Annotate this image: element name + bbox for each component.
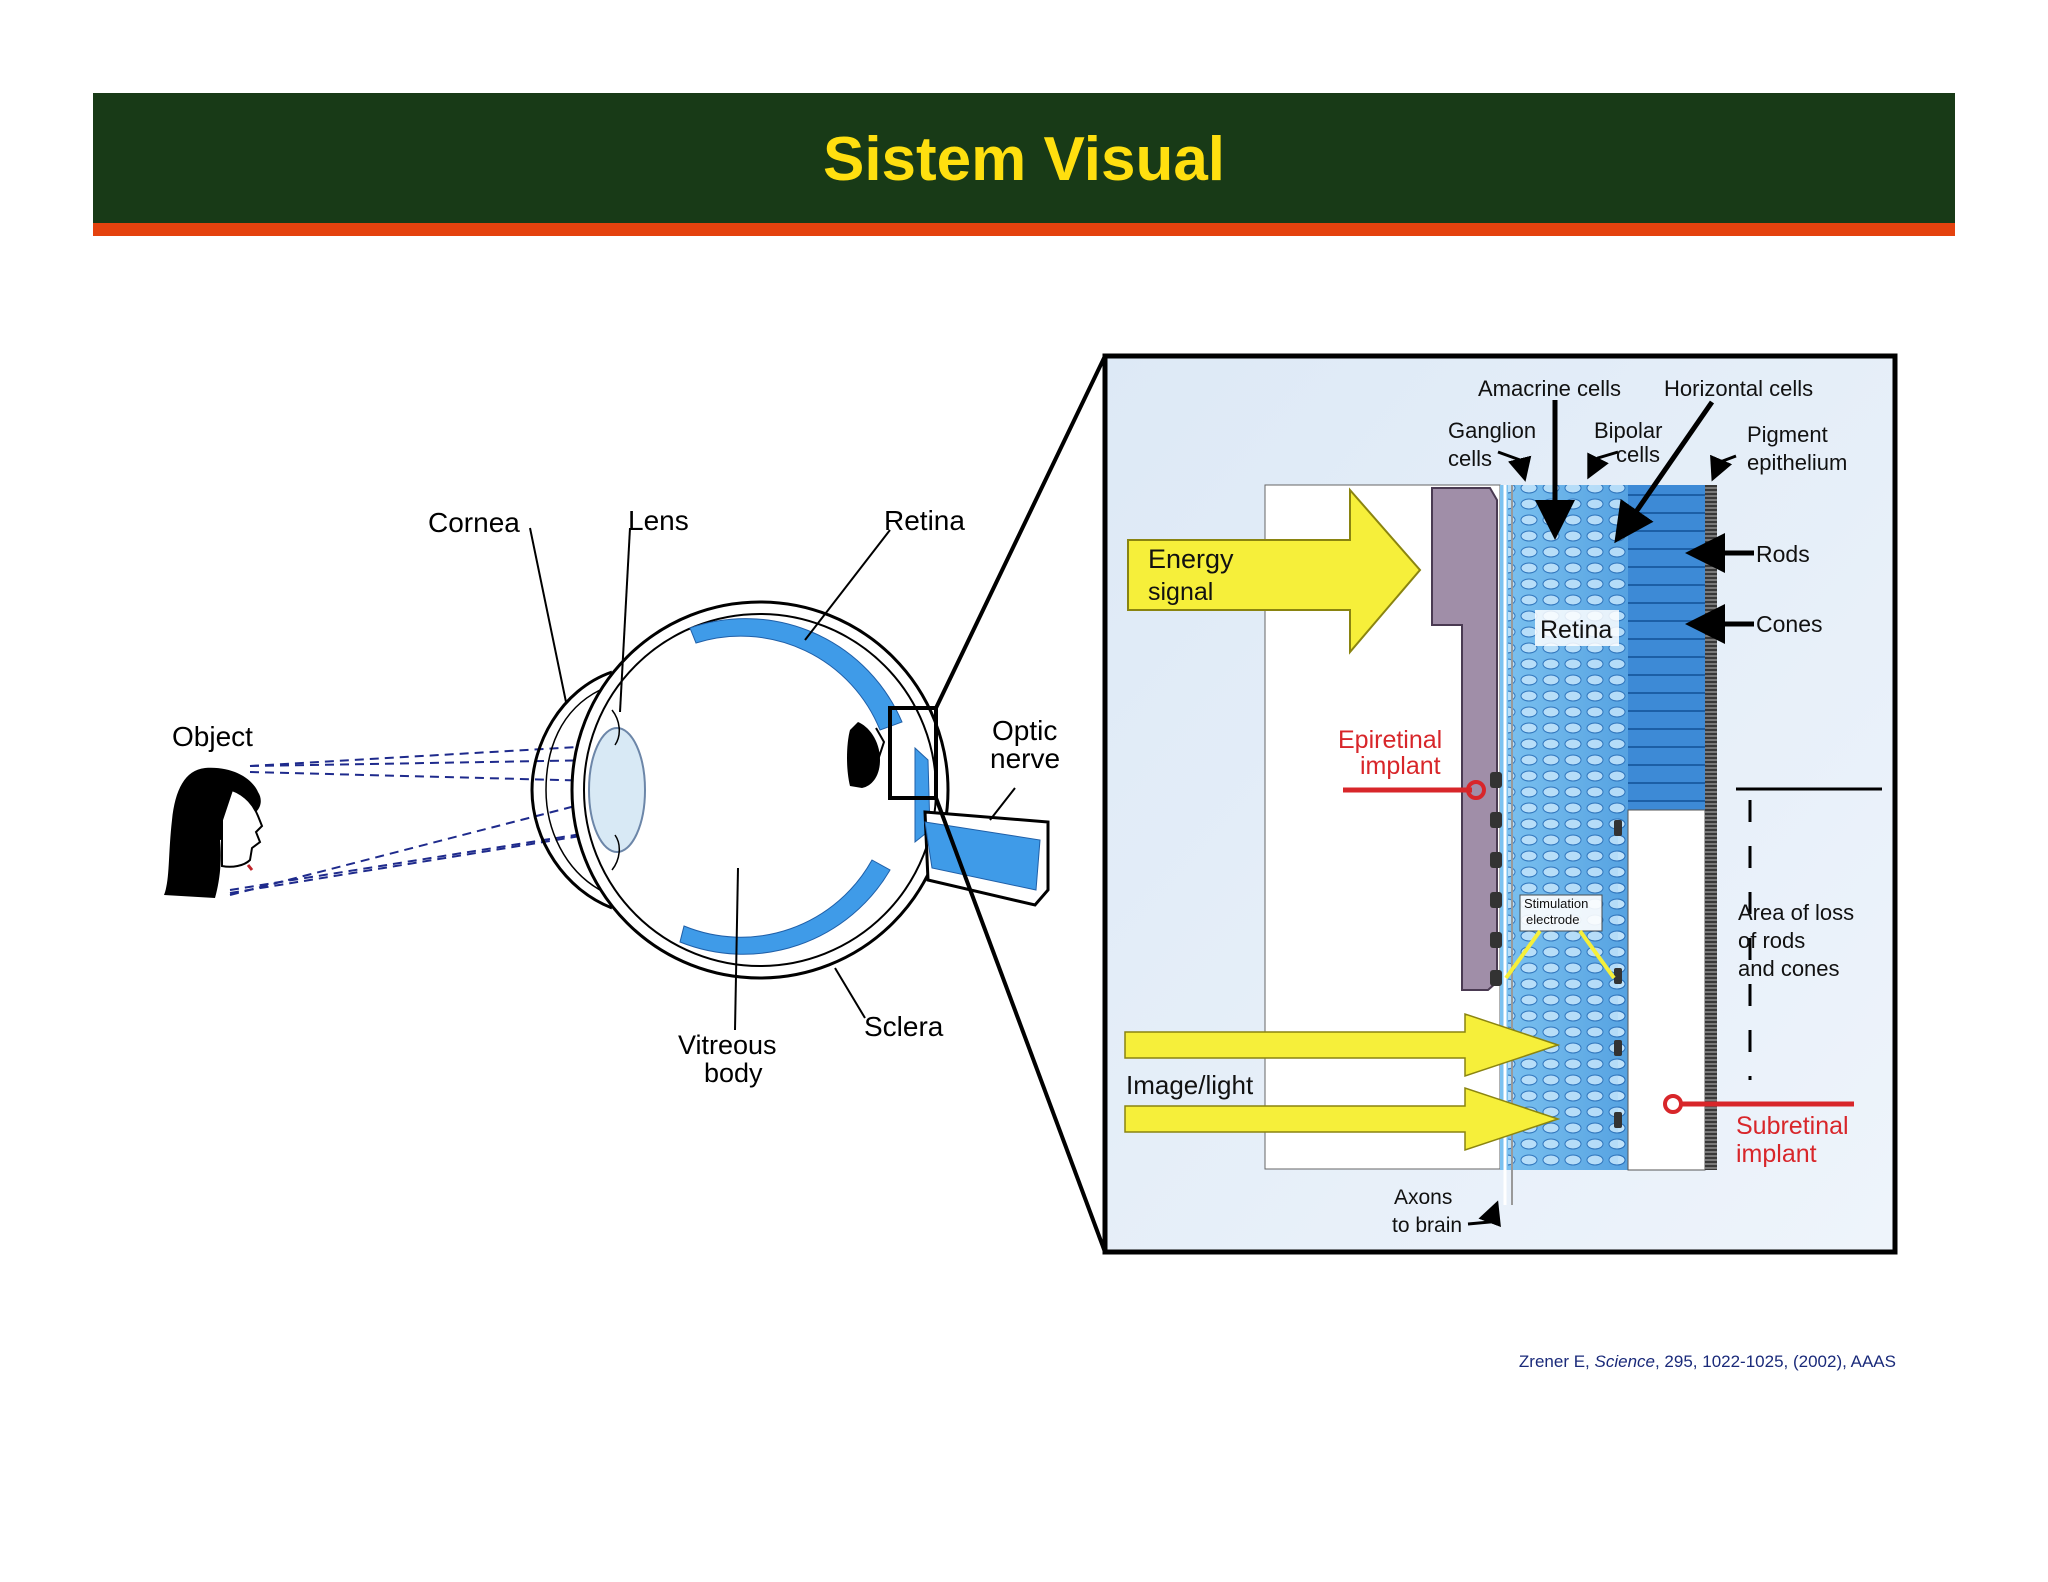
label-image-light: Image/light [1126,1070,1254,1100]
label-optic-nerve-2: nerve [990,743,1060,774]
retina-layer [689,618,903,731]
label-object: Object [172,721,253,752]
citation-details: , 295, 1022-1025, (2002), AAAS [1654,1352,1896,1371]
label-cones: Cones [1756,611,1822,637]
retina-image-icon [847,722,886,788]
label-area-of-loss-2: of rods [1738,928,1805,953]
label-axons-to-brain-1: Axons [1394,1186,1452,1209]
label-retina-detail: Retina [1540,616,1612,644]
label-stimulation-electrode-2: electrode [1526,912,1579,927]
label-rods: Rods [1756,541,1810,567]
citation: Zrener E, Science, 295, 1022-1025, (2002… [1519,1352,1896,1372]
citation-journal: Science [1594,1352,1655,1371]
label-energy-signal-1: Energy [1148,544,1234,574]
label-optic-nerve-1: Optic [992,715,1057,746]
citation-author: Zrener E, [1518,1352,1595,1371]
label-subretinal-implant-1: Subretinal [1736,1112,1849,1140]
label-cornea: Cornea [428,507,520,538]
label-pigment-epithelium-1: Pigment [1747,422,1828,447]
image-light-arrow-top [1124,1012,1561,1078]
title-bar [93,93,1955,223]
label-subretinal-implant-2: implant [1736,1140,1817,1168]
label-ganglion-cells-1: Ganglion [1448,418,1536,443]
label-sclera: Sclera [864,1011,944,1042]
label-stimulation-electrode-1: Stimulation [1524,896,1588,911]
retina-detail-panel: Amacrine cells Horizontal cells Ganglion… [1102,353,1898,1255]
epiretinal-implant-shape [1431,487,1498,991]
object-face-icon [164,767,264,898]
label-pigment-epithelium-2: epithelium [1747,450,1847,475]
label-vitreous-2: body [704,1058,763,1088]
label-epiretinal-implant-2: implant [1360,752,1441,780]
cornea-shape [530,670,613,910]
energy-signal-arrow [1127,487,1422,655]
retina-lower [679,859,891,955]
image-light-arrow-bottom [1124,1086,1561,1152]
label-epiretinal-implant-1: Epiretinal [1338,726,1442,754]
label-amacrine-cells: Amacrine cells [1478,376,1621,401]
label-ganglion-cells-2: cells [1448,446,1492,471]
label-area-of-loss-3: and cones [1738,956,1840,981]
label-retina: Retina [884,505,965,536]
label-vitreous-1: Vitreous [678,1030,777,1060]
zoom-box [888,706,938,800]
label-area-of-loss-1: Area of loss [1738,900,1854,925]
label-lens: Lens [628,505,689,536]
label-bipolar-cells-2: cells [1616,442,1660,467]
lens-shape [588,727,646,853]
pigment-epithelium [1705,485,1717,1170]
label-horizontal-cells: Horizontal cells [1664,376,1813,401]
label-bipolar-cells-1: Bipolar [1594,418,1662,443]
slide-title: Sistem Visual [822,125,1226,194]
title-underline [93,223,1955,236]
label-energy-signal-2: signal [1148,578,1213,606]
eye-diagram: Object Cornea Lens Retina Optic nerve Vi… [164,355,1107,1253]
label-axons-to-brain-2: to brain [1392,1214,1462,1237]
